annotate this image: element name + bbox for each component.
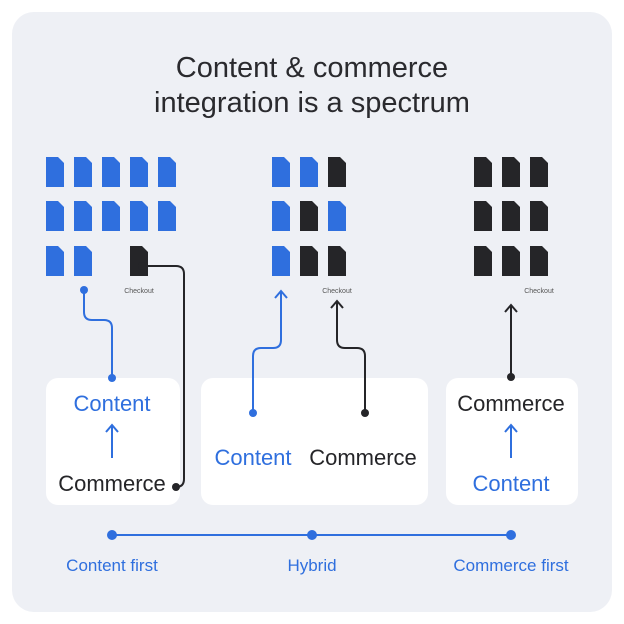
spectrum-commerce-first: Commerce first [453,556,569,575]
content-page-icon [272,246,290,276]
checkout-label: Checkout [322,288,352,295]
commerce-page-icon [474,157,492,187]
commerce-page-icon [502,246,520,276]
content-label: Content [214,445,291,470]
commerce-page-icon [474,246,492,276]
connector-dots [80,262,515,491]
commerce-page-icon [300,201,318,231]
content-page-icon [158,201,176,231]
connector-content [83,290,113,378]
content-page-icon [272,157,290,187]
commerce-label: Commerce [309,445,417,470]
commerce-page-icon [130,246,148,276]
arrow-up-icon [330,299,344,309]
content-page-icon [74,246,92,276]
connector-hybrid-commerce [336,302,366,413]
content-page-icon [102,157,120,187]
spectrum-content-first: Content first [66,556,158,575]
content-page-icon [46,157,64,187]
commerce-page-icon [328,246,346,276]
commerce-page-icon [530,246,548,276]
spectrum-dot [506,530,516,540]
checkout-label: Checkout [524,288,554,295]
title-line-2: integration is a spectrum [154,87,470,119]
content-page-icon [130,157,148,187]
content-page-icon [46,246,64,276]
content-page-icon [130,201,148,231]
commerce-page-icon [530,157,548,187]
title-line-1: Content & commerce [176,52,448,84]
commerce-label: Commerce [457,391,565,416]
content-page-icon [158,157,176,187]
content-page-icon [74,157,92,187]
commerce-page-icon [530,201,548,231]
content-page-icon [102,201,120,231]
content-page-icon [300,157,318,187]
commerce-page-icon [502,157,520,187]
spectrum-hybrid: Hybrid [287,556,336,575]
content-page-icon [272,201,290,231]
content-label: Content [472,471,549,496]
commerce-page-icon [474,201,492,231]
arrow-up-icon [105,423,119,458]
hybrid-box [201,378,428,505]
arrow-up-icon [504,303,518,313]
commerce-page-icon [300,246,318,276]
arrow-up-icon [504,423,518,458]
arrow-up-icon [274,289,288,299]
checkout-label: Checkout [124,288,154,295]
connector-checkout [142,265,185,488]
spectrum-dot [107,530,117,540]
spectrum-dot [307,530,317,540]
content-page-icon [74,201,92,231]
content-page-icon [328,201,346,231]
connector-hybrid-content [252,292,282,413]
commerce-page-icon [502,201,520,231]
content-label: Content [73,391,150,416]
commerce-page-icon [328,157,346,187]
commerce-label: Commerce [58,471,166,496]
content-page-icon [46,201,64,231]
